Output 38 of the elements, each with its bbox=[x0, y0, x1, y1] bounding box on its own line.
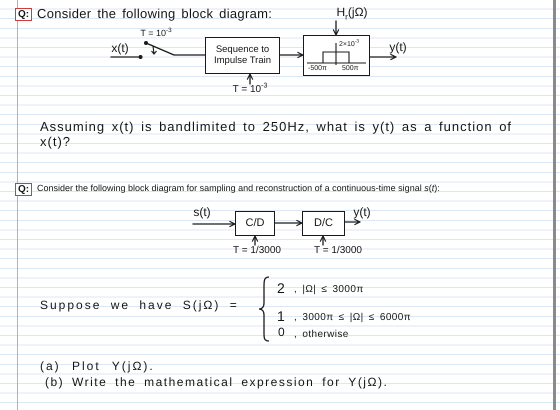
arrow bbox=[344, 218, 361, 226]
arrow bbox=[252, 235, 258, 246]
arrow bbox=[332, 20, 340, 36]
signal-label: y(t) bbox=[350, 206, 374, 220]
question-text: Consider the following block diagram: bbox=[37, 7, 272, 22]
piecewise-value: 2 bbox=[277, 280, 285, 296]
task-text: (a) Plot Y(jΩ). bbox=[40, 360, 155, 374]
process-box: D/C bbox=[302, 211, 345, 236]
signal-label: s(t) bbox=[190, 206, 214, 220]
transfer-function-label: H$_{r}$(jΩ) bbox=[328, 6, 376, 21]
sampling-period-label: T = 10$^{-3}$ bbox=[139, 28, 173, 38]
question-badge: Q: bbox=[15, 8, 32, 21]
arrow bbox=[246, 73, 254, 85]
process-box: Sequence to Impulse Train bbox=[205, 37, 280, 74]
piecewise-value: 1 bbox=[277, 308, 285, 324]
arrow bbox=[369, 54, 397, 60]
connector-line bbox=[173, 54, 206, 56]
signal-label: y(t) bbox=[386, 41, 410, 55]
piecewise-condition: , otherwise bbox=[294, 329, 349, 340]
piecewise-condition: , |Ω| ≤ 3000π bbox=[294, 284, 364, 296]
piecewise-value: 0 bbox=[278, 326, 285, 340]
arrow bbox=[320, 235, 326, 246]
sampling-period-label: T = 10$^{-3}$ bbox=[227, 84, 273, 98]
sampling-period-label: T = 1/3000 bbox=[310, 245, 366, 259]
equation-text: Suppose we have S(jΩ) = bbox=[40, 299, 239, 313]
arrow bbox=[274, 220, 303, 226]
signal-label: x(t) bbox=[108, 42, 132, 56]
arrow bbox=[279, 52, 304, 58]
question-badge: Q: bbox=[15, 183, 32, 196]
process-box: C/D bbox=[235, 211, 275, 236]
piecewise-condition: , 3000π ≤ |Ω| ≤ 6000π bbox=[294, 312, 412, 324]
question-text: Consider the following block diagram for sampling and reconstruction of a continuous-time signal s(t): bbox=[37, 183, 440, 194]
sampling-period-label: T = 1/3000 bbox=[229, 245, 285, 259]
filter-box bbox=[303, 35, 370, 76]
arrow bbox=[192, 220, 236, 228]
task-text: (b) Write the mathematical expression for Y(jΩ). bbox=[45, 376, 388, 390]
connector-line bbox=[110, 56, 139, 58]
question-text: Assuming x(t) is bandlimited to 250Hz, what is y(t) as a function of x(t)? bbox=[40, 120, 514, 150]
